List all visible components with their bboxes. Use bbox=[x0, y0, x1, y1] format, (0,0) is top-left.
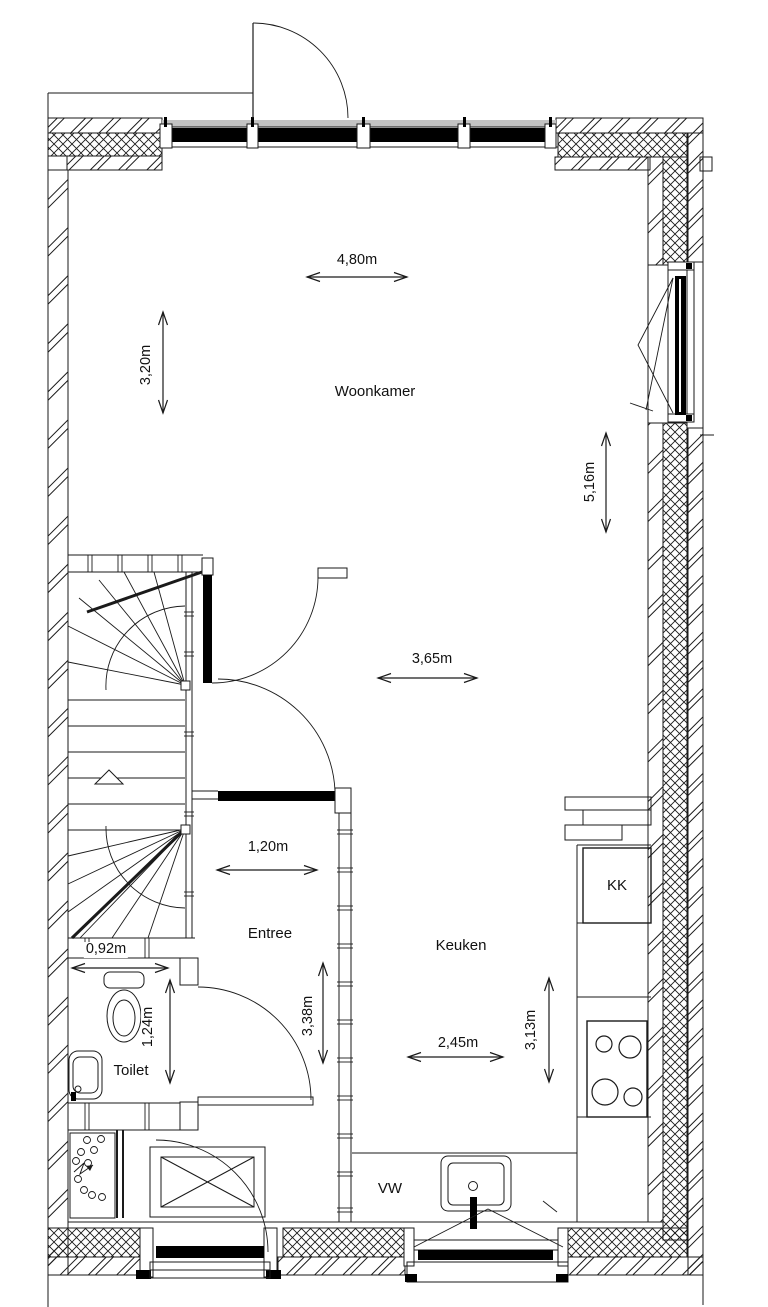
appliance-label-fridge: KK bbox=[604, 876, 630, 895]
meter-cupboard bbox=[69, 1130, 124, 1219]
sink-icon bbox=[68, 1050, 103, 1101]
appliance-label-dishwasher: VW bbox=[375, 1179, 405, 1198]
dim-entree-width: 1,20m bbox=[245, 839, 291, 856]
room-label-keuken: Keuken bbox=[433, 936, 489, 955]
dim-entree-depth: 3,38m bbox=[300, 993, 317, 1039]
dim-woonkamer-depth: 3,20m bbox=[138, 342, 155, 388]
dim-toilet-width: 0,92m bbox=[83, 941, 129, 958]
kitchen-sink-icon bbox=[440, 1155, 512, 1229]
kitchen-window bbox=[403, 1200, 569, 1283]
doormat bbox=[149, 1146, 266, 1218]
staircase bbox=[67, 554, 203, 940]
hob-icon bbox=[586, 1020, 648, 1118]
room-label-entree: Entree bbox=[245, 924, 295, 943]
top-window bbox=[159, 117, 558, 149]
room-label-toilet: Toilet bbox=[111, 1061, 151, 1080]
dim-woonkamer-width: 4,80m bbox=[334, 252, 380, 269]
dim-hall-width: 3,65m bbox=[409, 651, 455, 668]
dim-keuken-depth: 3,13m bbox=[523, 1007, 540, 1053]
toilet-icon bbox=[103, 971, 145, 1043]
garden-door bbox=[252, 22, 349, 119]
dim-right-wall-depth: 5,16m bbox=[582, 459, 599, 505]
right-window bbox=[629, 261, 695, 423]
toilet-room bbox=[68, 937, 314, 1131]
room-label-woonkamer: Woonkamer bbox=[332, 382, 418, 401]
fridge-box bbox=[582, 847, 652, 924]
kitchen-counter bbox=[352, 796, 652, 1229]
dim-keuken-width: 2,45m bbox=[435, 1035, 481, 1052]
hall-doors bbox=[192, 557, 352, 814]
perimeter-walls bbox=[47, 92, 714, 1307]
front-door bbox=[136, 1139, 281, 1279]
dim-toilet-depth: 1,24m bbox=[140, 1004, 157, 1050]
partition-wall bbox=[337, 813, 353, 1222]
dimension-arrows bbox=[70, 271, 612, 1085]
